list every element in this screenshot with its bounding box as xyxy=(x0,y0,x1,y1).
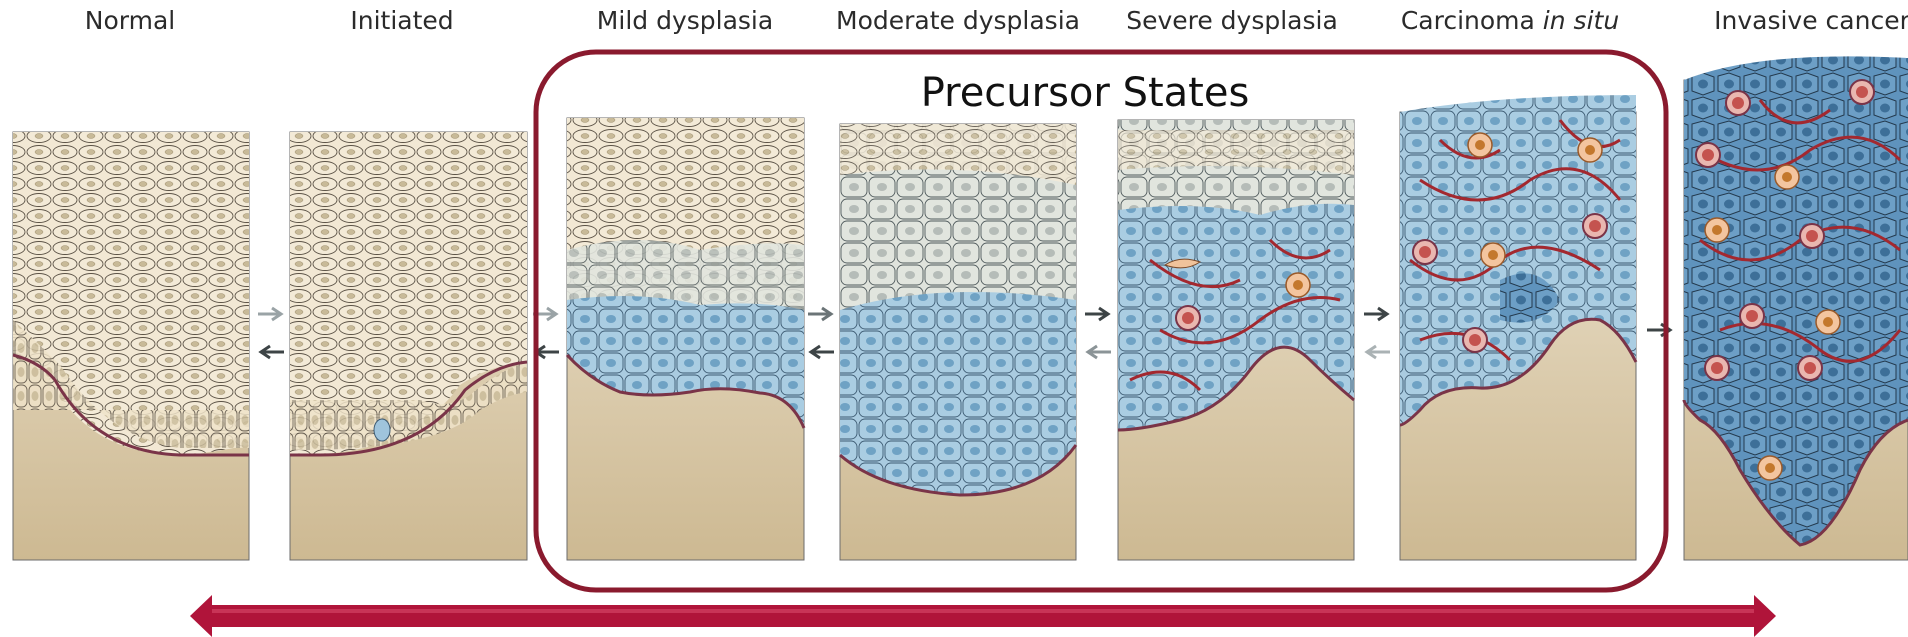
left-arrow-icon xyxy=(1367,346,1390,358)
left-arrow-icon xyxy=(261,346,284,358)
right-arrow-icon xyxy=(1364,308,1387,320)
macrophage-icon xyxy=(1176,306,1200,330)
panel-carcinoma-in-situ xyxy=(1400,95,1636,560)
panel-mild-dysplasia xyxy=(567,118,804,560)
panel-moderate-dysplasia xyxy=(840,124,1076,560)
precursor-states-title: Precursor States xyxy=(921,70,1250,116)
immune-cell-icon xyxy=(1286,273,1310,297)
right-arrow-icon xyxy=(258,308,281,320)
left-arrow-icon xyxy=(536,346,559,358)
panel-invasive-cancer xyxy=(1684,56,1908,560)
double-headed-arrow xyxy=(190,595,1776,637)
right-arrow-icon xyxy=(1085,308,1108,320)
right-arrow-icon xyxy=(808,308,831,320)
left-arrow-icon xyxy=(811,346,834,358)
panel-normal xyxy=(13,132,249,560)
panel-initiated xyxy=(290,132,527,560)
panel-severe-dysplasia xyxy=(1118,120,1354,560)
left-arrow-icon xyxy=(1088,346,1111,358)
